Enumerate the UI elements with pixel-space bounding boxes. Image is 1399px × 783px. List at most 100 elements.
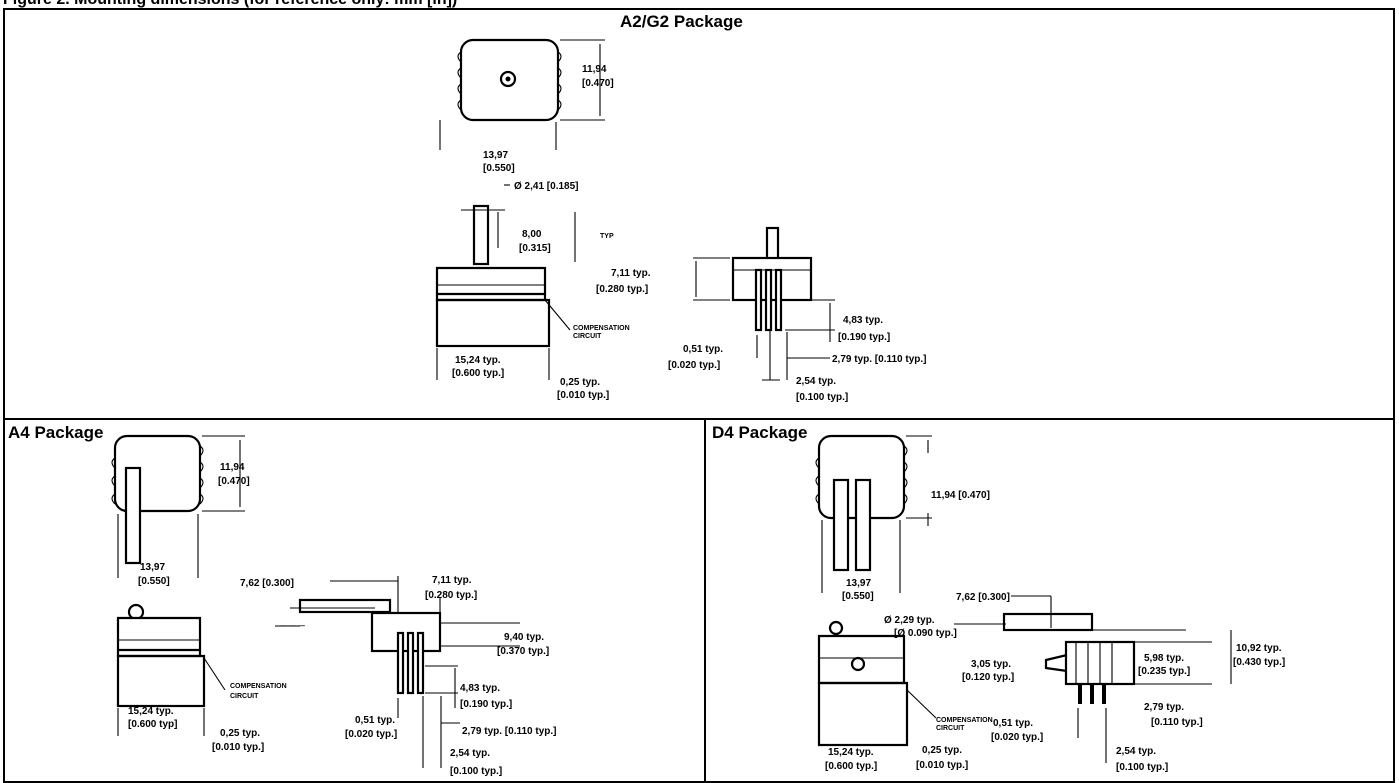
a4-pin-2 xyxy=(406,631,415,695)
d4-pin-3 xyxy=(1102,684,1106,704)
a2g2-comp-line1: COMPENSATION xyxy=(573,325,630,332)
a4-dim-pin-h-mm: 7,11 typ. xyxy=(432,575,472,586)
a4-dim-port-off: 7,62 [0.300] xyxy=(240,578,294,589)
d4-dim-right-mm: 5,98 typ. xyxy=(1144,653,1184,664)
a4-dim-base-in: [0.010 typ.] xyxy=(212,742,264,753)
d4-package-title: D4 Package xyxy=(712,423,808,442)
a2g2-top-view-left-tabs xyxy=(457,51,462,111)
a4-dim-pitch-in: [0.100 typ.] xyxy=(450,766,502,777)
cell-divider-vertical xyxy=(704,418,706,783)
a4-dim-height-mm: 11,94 xyxy=(220,462,245,473)
a2g2-dim-base-in: [0.010 typ.] xyxy=(557,390,609,401)
d4-dim-width-mm: 13,97 xyxy=(846,578,871,589)
a2g2-dim-port-len-in: [0.315] xyxy=(519,243,551,254)
d4-dim-pitch-mm: 2,54 typ. xyxy=(1116,746,1156,757)
a2g2-dim-width-mm: 13,97 xyxy=(483,150,508,161)
a2g2-dim-port-dia: Ø 2,41 [0.185] xyxy=(514,181,578,192)
d4-comp-line2: CIRCUIT xyxy=(936,725,965,732)
a2g2-pin-2 xyxy=(764,268,773,332)
d4-dim-pin-dia-in: [0.020 typ.] xyxy=(991,732,1043,743)
a2g2-top-view-body xyxy=(459,38,560,122)
d4-dim-pin-dia-mm: 0,51 typ. xyxy=(993,718,1033,729)
a2g2-dim-pin-len-mm: 4,83 typ. xyxy=(843,315,883,326)
a4-dim-width-mm: 13,97 xyxy=(140,562,165,573)
d4-drawing: 11,94 [0.470] 13,97 [0.550] COMPENSATION… xyxy=(815,434,1285,773)
a2g2-comp-line2: CIRCUIT xyxy=(573,333,602,340)
a4-dim-pitch-mm: 2,54 typ. xyxy=(450,748,490,759)
a2g2-dim-pin-dia-mm: 0,51 typ. xyxy=(683,344,723,355)
cell-divider-horizontal xyxy=(3,418,1395,420)
a4-side-body xyxy=(370,611,442,653)
a4-dim-pin-h-in: [0.280 typ.] xyxy=(425,590,477,601)
a2g2-port-inner xyxy=(505,76,511,82)
a2g2-dim-pin-dia-in: [0.020 typ.] xyxy=(668,360,720,371)
d4-dim-height: 11,94 [0.470] xyxy=(931,490,990,501)
a2g2-pin-3 xyxy=(774,268,783,332)
a4-comp-line2: CIRCUIT xyxy=(230,693,259,700)
a4-dim-pin-dia-in: [0.020 typ.] xyxy=(345,729,397,740)
d4-dim-right-in: [0.235 typ.] xyxy=(1138,666,1190,677)
a2g2-front-port xyxy=(472,204,490,266)
a2g2-dim-width-in: [0.550] xyxy=(483,163,515,174)
d4-dim-port-dia-mm: Ø 2,29 typ. xyxy=(884,615,935,626)
d4-top-view-port-2 xyxy=(854,478,872,572)
a2g2-dim-height-mm: 11,94 xyxy=(582,64,607,75)
a4-comp-line1: COMPENSATION xyxy=(230,683,287,690)
d4-dim-body-w-mm: 15,24 typ. xyxy=(828,747,874,758)
a2g2-dim-pin-h-in: [0.280 typ.] xyxy=(596,284,648,295)
a4-dim-side-mm: 9,40 typ. xyxy=(504,632,544,643)
d4-dim-base-in: [0.010 typ.] xyxy=(916,760,968,771)
d4-pin-1 xyxy=(1078,684,1082,704)
a2g2-package-title: A2/G2 Package xyxy=(620,12,743,31)
d4-dim-base-mm: 0,25 typ. xyxy=(922,745,962,756)
d4-dim-total-mm: 10,92 typ. xyxy=(1236,643,1282,654)
a4-dim-body-w-in: [0.600 typ] xyxy=(128,719,177,730)
d4-pin-2 xyxy=(1090,684,1094,704)
a2g2-drawing: 11,94 [0.470] 13,97 [0.550] Ø 2,41 [0.18… xyxy=(435,38,927,403)
a4-dim-body-w-mm: 15,24 typ. xyxy=(128,706,174,717)
a2g2-dim-body-w-in: [0.600 typ.] xyxy=(452,368,504,379)
d4-dim-pin-off-in: [0.110 typ.] xyxy=(1151,717,1203,728)
a4-dim-height-in: [0.470] xyxy=(218,476,250,487)
d4-dim-width-in: [0.550] xyxy=(842,591,874,602)
a4-dim-pin-len-in: [0.190 typ.] xyxy=(460,699,512,710)
a2g2-front-body xyxy=(435,266,547,302)
a4-side-port xyxy=(298,598,392,614)
d4-dim-body-w-in: [0.600 typ.] xyxy=(825,761,877,772)
a2g2-dim-base-mm: 0,25 typ. xyxy=(560,377,600,388)
d4-dim-pin-off-mm: 2,79 typ. xyxy=(1144,702,1184,713)
figure-caption: Figure 2. Mounting dimensions (for refer… xyxy=(3,0,457,9)
d4-dim-total-in: [0.430 typ.] xyxy=(1233,657,1285,668)
a4-pin-1 xyxy=(396,631,405,695)
a2g2-dim-pitch-mm: 2,54 typ. xyxy=(796,376,836,387)
a4-dim-width-in: [0.550] xyxy=(138,576,170,587)
d4-dim-port-off: 7,62 [0.300] xyxy=(956,592,1010,603)
d4-dim-mid-in: [0.120 typ.] xyxy=(962,672,1014,683)
a2g2-port-outer xyxy=(499,70,517,88)
a2g2-dim-pin-h-mm: 7,11 typ. xyxy=(611,268,651,279)
a2g2-dim-body-w-mm: 15,24 typ. xyxy=(455,355,501,366)
a2g2-dim-typ: TYP xyxy=(600,233,614,240)
a4-dim-pin-len-mm: 4,83 typ. xyxy=(460,683,500,694)
d4-dim-mid-mm: 3,05 typ. xyxy=(971,659,1011,670)
a2g2-pin-1 xyxy=(754,268,763,332)
a4-dim-base-mm: 0,25 typ. xyxy=(220,728,260,739)
figure-frame xyxy=(3,8,1395,783)
a4-side-centerline: — — — xyxy=(280,623,305,630)
a4-drawing: 11,94 [0.470] 13,97 [0.550] COMPENSATION… xyxy=(111,434,557,777)
a4-top-view-port xyxy=(124,466,142,565)
a2g2-dim-pin-off: 2,79 typ. [0.110 typ.] xyxy=(832,354,927,365)
d4-side-port xyxy=(1002,612,1094,632)
a4-dim-pin-off: 2,79 typ. [0.110 typ.] xyxy=(462,726,557,737)
a4-pin-3 xyxy=(416,631,425,695)
a4-dim-pin-dia-mm: 0,51 typ. xyxy=(355,715,395,726)
a2g2-dim-pitch-in: [0.100 typ.] xyxy=(796,392,848,403)
a4-top-view-body xyxy=(113,434,202,513)
d4-dim-port-dia-in: [Ø 0.090 typ.] xyxy=(894,628,957,639)
a2g2-dim-pin-len-in: [0.190 typ.] xyxy=(838,332,890,343)
a2g2-dim-height-in: [0.470] xyxy=(582,78,614,89)
a2g2-top-view-right-tabs xyxy=(557,51,562,111)
a2g2-dim-port-len-mm: 8,00 xyxy=(522,229,542,240)
a4-package-title: A4 Package xyxy=(8,423,104,442)
a2g2-side-port xyxy=(765,226,780,262)
